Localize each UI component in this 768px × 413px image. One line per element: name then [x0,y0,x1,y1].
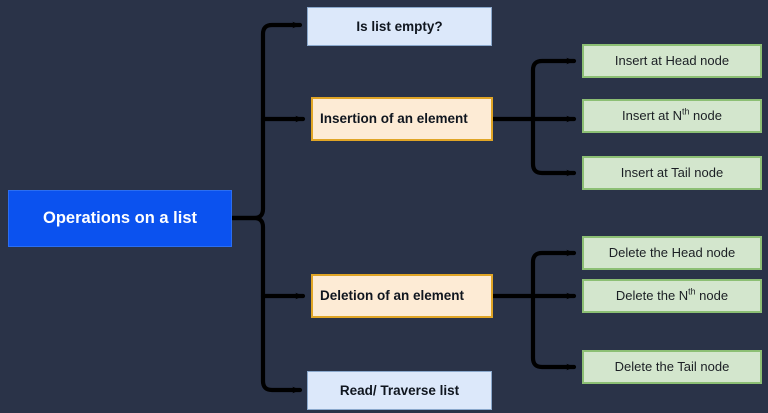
node-root[interactable]: Operations on a list [8,190,232,247]
node-read-traverse-label: Read/ Traverse list [339,382,460,398]
node-delete-the-tail[interactable]: Delete the Tail node [582,350,762,384]
node-deletion-of-an-element[interactable]: Deletion of an element [311,274,493,318]
node-delete-the-nth[interactable]: Delete the Nth node [582,279,762,313]
node-delete-the-tail-label: Delete the Tail node [614,358,730,374]
edge-root-to-trunk [229,21,306,394]
node-insert-at-nth[interactable]: Insert at Nth node [582,99,762,133]
node-is-list-empty[interactable]: Is list empty? [307,7,492,46]
node-delete-the-head-label: Delete the Head node [608,244,736,260]
node-insert-at-nth-label: Insert at Nth node [622,106,722,123]
node-insertion-label: Insertion of an element [320,111,468,127]
edge-insertion-children [490,57,577,177]
node-insert-at-head-label: Insert at Head node [614,52,730,68]
edge-deletion-children [490,249,577,371]
node-root-label: Operations on a list [42,209,198,228]
node-insert-at-tail-label: Insert at Tail node [620,164,724,180]
node-delete-the-head[interactable]: Delete the Head node [582,236,762,270]
superscript-th: th [688,286,696,297]
node-is-list-empty-label: Is list empty? [356,18,443,34]
node-read-traverse-list[interactable]: Read/ Traverse list [307,371,492,410]
node-insertion-of-an-element[interactable]: Insertion of an element [311,97,493,141]
node-deletion-label: Deletion of an element [320,288,465,304]
node-insert-at-head[interactable]: Insert at Head node [582,44,762,78]
node-delete-the-nth-label: Delete the Nth node [615,286,729,303]
superscript-th: th [682,106,690,117]
node-insert-at-tail[interactable]: Insert at Tail node [582,156,762,190]
